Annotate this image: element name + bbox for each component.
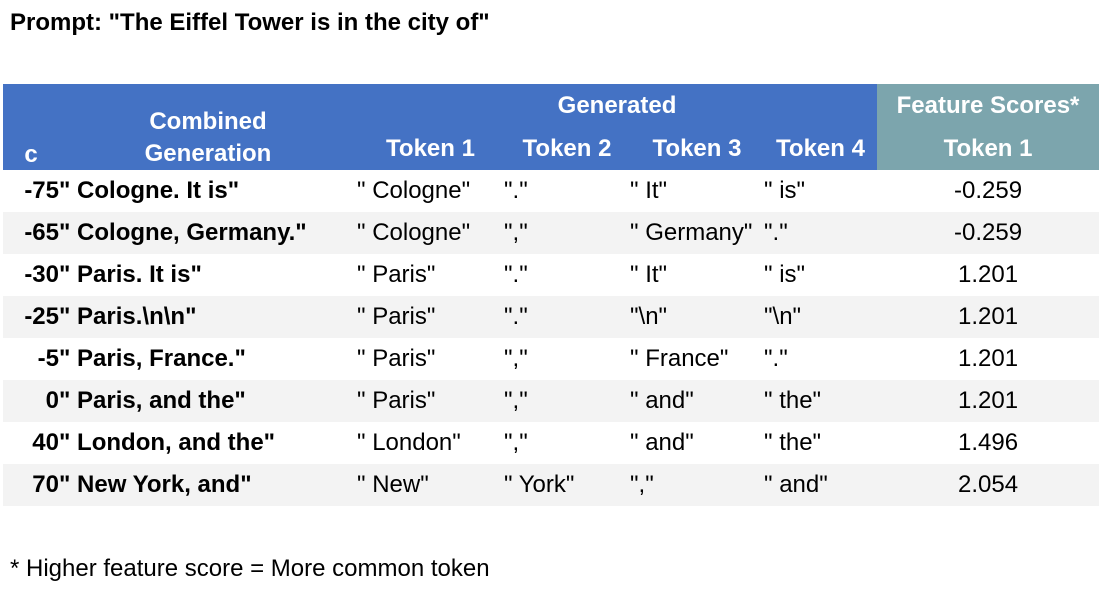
cell-token-3: " and" (630, 429, 694, 456)
header-combined-line1: Combined (149, 108, 267, 135)
header-token-3: Token 3 (630, 128, 764, 170)
header-generated: Generated (357, 84, 878, 128)
cell-token-3: "\n" (630, 296, 764, 338)
cell-token-1: " Cologne" (357, 212, 504, 254)
cell-token-1: " London" (357, 429, 461, 456)
cell-token-2: "," (504, 380, 630, 422)
table-row: 40 " London, and the" " London" "," " an… (3, 422, 1099, 464)
cell-token-1: " Paris" (357, 380, 504, 422)
table-row: -25 " Paris.\n\n" " Paris" "." "\n" "\n"… (3, 296, 1100, 338)
cell-token-3: " France" (630, 345, 729, 372)
table-row: 70 " New York, and" " New" " York" "," "… (3, 464, 1100, 506)
cell-score: 1.201 (877, 296, 1100, 338)
cell-token-1: " Paris" (357, 345, 436, 372)
prompt-title: Prompt: "The Eiffel Tower is in the city… (10, 9, 490, 36)
cell-token-3: " and" (630, 380, 764, 422)
cell-score: -0.259 (877, 212, 1100, 254)
cell-token-4: " the" (764, 380, 878, 422)
cell-generation: " New York, and" (59, 464, 357, 506)
footnote: * Higher feature score = More common tok… (10, 555, 490, 582)
table-row: -75 " Cologne. It is" " Cologne" "." " I… (3, 170, 1099, 212)
cell-score: -0.259 (954, 177, 1023, 204)
cell-c: -30 (24, 261, 59, 288)
cell-token-2: "." (504, 261, 528, 288)
header-token-2: Token 2 (504, 128, 630, 170)
cell-token-4: "." (764, 345, 788, 372)
table-row: 0 " Paris, and the" " Paris" "," " and" … (3, 380, 1100, 422)
cell-token-4: "\n" (764, 296, 878, 338)
cell-score: 1.201 (877, 380, 1100, 422)
cell-token-2: "," (504, 429, 528, 456)
cell-generation: " Paris.\n\n" (59, 296, 357, 338)
cell-generation: " London, and the" (59, 429, 276, 456)
table-row: -65 " Cologne, Germany." " Cologne" "," … (3, 212, 1100, 254)
cell-c: -75 (24, 177, 59, 204)
cell-token-3: "," (630, 464, 764, 506)
cell-token-1: " New" (357, 464, 504, 506)
cell-token-2: "." (504, 296, 630, 338)
table-row: -30 " Paris. It is" " Paris" "." " It" "… (3, 254, 1099, 296)
cell-token-4: "." (764, 212, 878, 254)
cell-token-3: " It" (630, 261, 668, 288)
cell-token-3: " Germany" (630, 212, 764, 254)
cell-token-4: " is" (764, 261, 806, 288)
cell-score: 1.201 (958, 261, 1019, 288)
cell-token-2: " York" (504, 464, 630, 506)
cell-token-1: " Paris" (357, 296, 504, 338)
cell-c: 0 (3, 380, 59, 422)
cell-c: -25 (3, 296, 59, 338)
cell-token-1: " Cologne" (357, 177, 471, 204)
header-token-1: Token 1 (357, 128, 504, 170)
cell-c: -5 (37, 345, 59, 372)
cell-c: 40 (32, 429, 59, 456)
header-feature-scores: Feature Scores* (877, 84, 1100, 128)
table-body: -75 " Cologne. It is" " Cologne" "." " I… (3, 170, 1100, 506)
cell-token-4: " is" (764, 177, 806, 204)
cell-generation: " Paris, France." (59, 345, 246, 372)
cell-score: 1.496 (958, 429, 1019, 456)
cell-c: 70 (3, 464, 59, 506)
cell-token-2: "," (504, 212, 630, 254)
cell-score: 2.054 (877, 464, 1100, 506)
cell-token-3: " It" (630, 177, 668, 204)
cell-token-1: " Paris" (357, 261, 436, 288)
header-token-4: Token 4 (764, 128, 878, 170)
cell-token-4: " and" (764, 464, 878, 506)
table-row: -5 " Paris, France." " Paris" "," " Fran… (3, 338, 1099, 380)
cell-token-2: "." (504, 177, 528, 204)
cell-generation: " Cologne. It is" (59, 177, 240, 204)
cell-token-2: "," (504, 345, 528, 372)
cell-score: 1.201 (958, 345, 1019, 372)
cell-c: -65 (3, 212, 59, 254)
header-c: c (3, 84, 59, 170)
header-score-token-1: Token 1 (877, 128, 1100, 170)
cell-token-4: " the" (764, 429, 822, 456)
cell-generation: " Paris. It is" (59, 261, 202, 288)
cell-generation: " Paris, and the" (59, 380, 357, 422)
cell-generation: " Cologne, Germany." (59, 212, 357, 254)
header-combined-line2: Generation (144, 140, 272, 167)
